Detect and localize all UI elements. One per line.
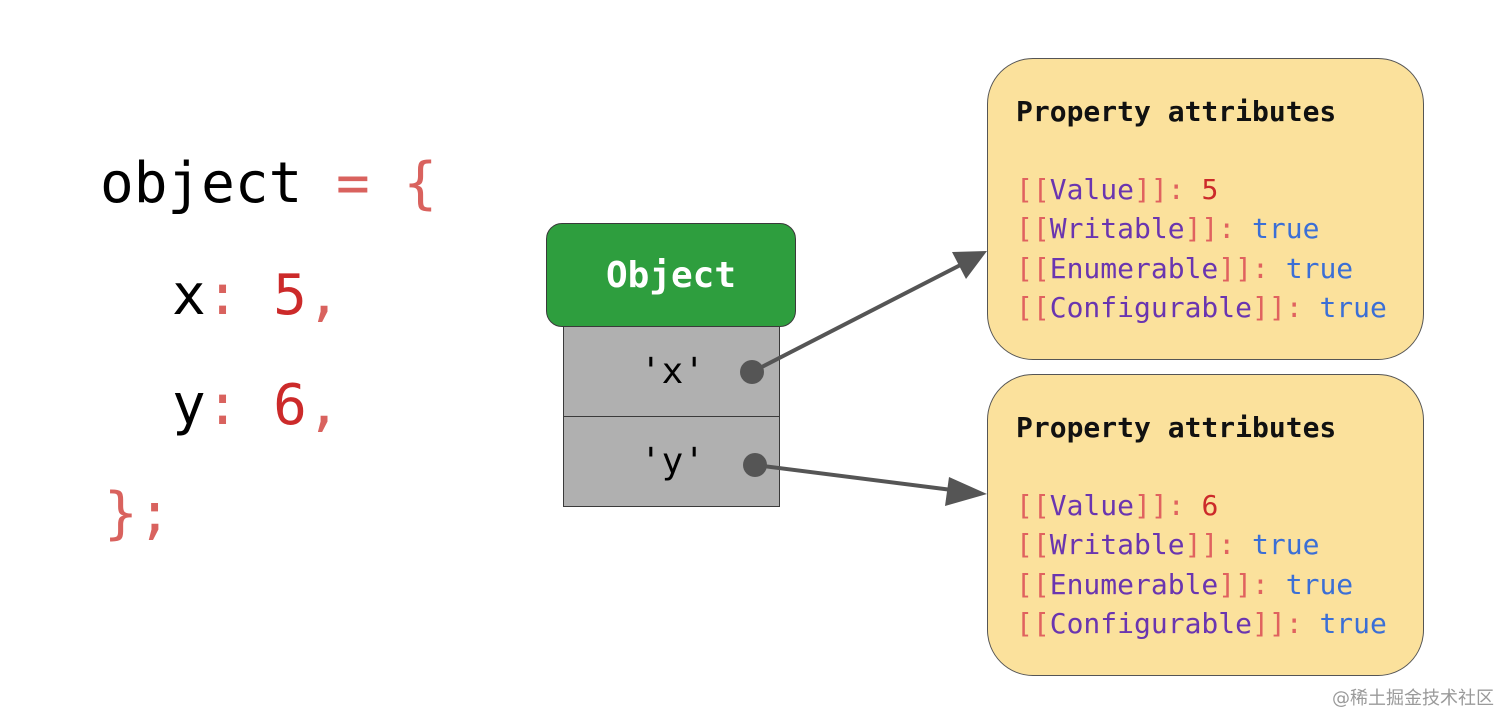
- attr-row-writable: [[Writable]]: true: [1016, 212, 1319, 245]
- code-key-y: y: [172, 373, 206, 438]
- attr-value: true: [1285, 568, 1354, 601]
- attr-sep: :: [1167, 173, 1202, 206]
- code-line-object: object = {: [100, 156, 437, 212]
- attr-key: Enumerable: [1049, 252, 1219, 285]
- code-assign-brace: = {: [302, 151, 438, 216]
- code-identifier: object: [100, 151, 303, 216]
- object-slot-y: 'y': [563, 416, 780, 507]
- attr-open: [[: [1016, 212, 1050, 245]
- attr-row-writable: [[Writable]]: true: [1016, 528, 1319, 561]
- attr-key: Value: [1049, 489, 1135, 522]
- code-colon: :: [205, 373, 274, 438]
- object-header: Object: [546, 223, 796, 327]
- attr-open: [[: [1016, 173, 1050, 206]
- attr-sep: :: [1252, 252, 1286, 285]
- attr-value: true: [1319, 607, 1387, 640]
- arrow-line-x: [751, 254, 979, 374]
- attr-value: 6: [1201, 489, 1219, 522]
- attr-sep: :: [1218, 212, 1253, 245]
- arrow-y: [743, 453, 987, 506]
- code-comma: ,: [306, 373, 341, 438]
- attr-close: ]]: [1218, 568, 1253, 601]
- attributes-title: Property attributes: [1016, 411, 1337, 444]
- attr-sep: :: [1218, 528, 1253, 561]
- attr-open: [[: [1016, 291, 1050, 324]
- code-comma: ,: [306, 263, 341, 328]
- code-line-close: };: [104, 486, 171, 542]
- attr-close: ]]: [1134, 173, 1168, 206]
- watermark: @稀土掘金技术社区: [1332, 688, 1494, 709]
- slot-label-y: 'y': [640, 441, 706, 482]
- attr-close: ]]: [1252, 291, 1286, 324]
- attr-row-configurable: [[Configurable]]: true: [1016, 291, 1387, 324]
- attr-value: true: [1252, 212, 1320, 245]
- attr-sep: :: [1285, 607, 1320, 640]
- attr-row-configurable: [[Configurable]]: true: [1016, 607, 1387, 640]
- attr-sep: :: [1252, 568, 1286, 601]
- code-close-brace: };: [104, 481, 172, 546]
- slot-label-x: 'x': [640, 351, 706, 392]
- attr-value: true: [1252, 528, 1320, 561]
- attributes-box-x: Property attributes [[Value]]: 5 [[Writa…: [987, 58, 1424, 360]
- attr-close: ]]: [1218, 252, 1253, 285]
- attr-open: [[: [1016, 252, 1050, 285]
- arrow-x: [740, 251, 987, 384]
- code-value-y: 6: [273, 373, 307, 438]
- attr-close: ]]: [1252, 607, 1286, 640]
- arrow-head-y: [945, 477, 987, 506]
- attr-row-value: [[Value]]: 5: [1016, 173, 1218, 206]
- attr-value: true: [1319, 291, 1387, 324]
- attr-value: 5: [1201, 173, 1219, 206]
- attr-key: Configurable: [1049, 291, 1253, 324]
- object-title: Object: [605, 254, 737, 296]
- attr-open: [[: [1016, 568, 1050, 601]
- attributes-box-y: Property attributes [[Value]]: 6 [[Writa…: [987, 374, 1424, 676]
- code-line-x: x: 5,: [172, 268, 341, 324]
- attr-key: Writable: [1049, 212, 1185, 245]
- attr-key: Writable: [1049, 528, 1185, 561]
- arrow-line-y: [754, 463, 961, 493]
- attr-close: ]]: [1184, 212, 1219, 245]
- attr-sep: :: [1285, 291, 1320, 324]
- arrow-dot-y: [743, 453, 767, 477]
- attr-open: [[: [1016, 528, 1050, 561]
- attr-sep: :: [1167, 489, 1202, 522]
- code-colon: :: [205, 263, 274, 328]
- attributes-title: Property attributes: [1016, 95, 1337, 128]
- attr-open: [[: [1016, 489, 1050, 522]
- attr-row-value: [[Value]]: 6: [1016, 489, 1218, 522]
- code-value-x: 5: [273, 263, 307, 328]
- arrow-dot-x: [740, 360, 764, 384]
- attr-value: true: [1285, 252, 1354, 285]
- code-line-y: y: 6,: [172, 378, 341, 434]
- attr-key: Configurable: [1049, 607, 1253, 640]
- attr-close: ]]: [1134, 489, 1168, 522]
- attr-key: Value: [1049, 173, 1135, 206]
- attr-open: [[: [1016, 607, 1050, 640]
- attr-row-enumerable: [[Enumerable]]: true: [1016, 568, 1353, 601]
- code-key-x: x: [172, 263, 206, 328]
- attr-key: Enumerable: [1049, 568, 1219, 601]
- attr-row-enumerable: [[Enumerable]]: true: [1016, 252, 1353, 285]
- arrow-head-x: [952, 251, 987, 279]
- attr-close: ]]: [1184, 528, 1219, 561]
